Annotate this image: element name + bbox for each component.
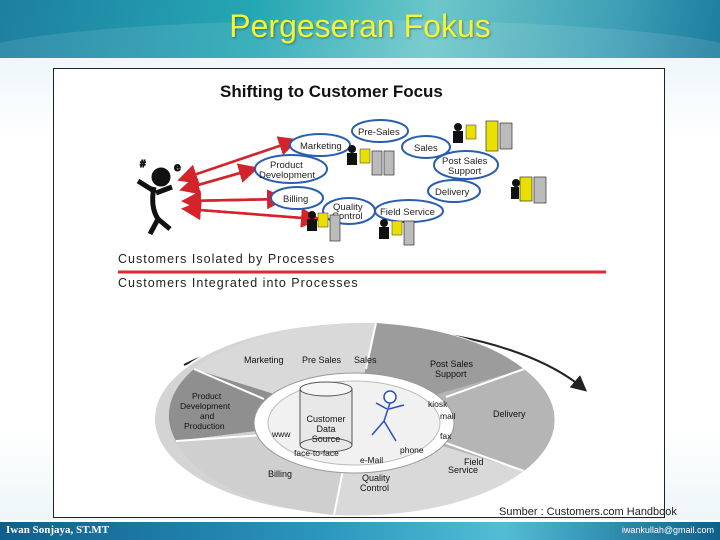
label-pre-sales: Pre-Sales (358, 127, 400, 138)
ring-label-post-sales-1: Post Sales (430, 359, 474, 369)
data-source-label-3: Source (312, 434, 341, 444)
label-post-sales-2: Support (448, 166, 482, 177)
ring-label-pre-sales: Pre Sales (302, 355, 342, 365)
label-billing: Billing (283, 194, 308, 205)
ring-label-billing: Billing (268, 469, 292, 479)
caption-isolated: Customers Isolated by Processes (118, 252, 335, 266)
worker-cabinet-cluster-5 (379, 219, 414, 245)
caption-integrated: Customers Integrated into Processes (118, 276, 359, 290)
ring-label-delivery: Delivery (493, 409, 526, 419)
customer-figure-top: e # (138, 159, 181, 234)
slide-title: Pergeseran Fokus (0, 8, 720, 45)
channel-kiosk: kiosk (428, 399, 448, 409)
worker-cabinet-cluster-4 (307, 211, 340, 241)
ring-label-quality-2: Control (360, 483, 389, 493)
footer-email: iwankullah@gmail.com (622, 525, 714, 535)
channel-mail: mail (440, 411, 456, 421)
figure-heading: Shifting to Customer Focus (220, 82, 443, 101)
ring-label-sales: Sales (354, 355, 377, 365)
worker-cabinet-cluster-1 (347, 145, 394, 175)
ring-label-product-1: Product (192, 391, 222, 401)
worker-cabinet-cluster-2 (453, 121, 512, 151)
svg-text:e: e (174, 160, 181, 174)
shifting-focus-diagram: Shifting to Customer Focus e # (54, 69, 664, 517)
ring-label-post-sales-2: Support (435, 369, 467, 379)
ring-label-product-3: and (200, 411, 214, 421)
svg-text:#: # (140, 159, 146, 170)
channel-www: www (271, 429, 291, 439)
footer-author: Iwan Sonjaya, ST.MT (6, 524, 109, 536)
worker-cabinet-cluster-3 (511, 177, 546, 203)
source-caption: Sumber : Customers.com Handbook (499, 506, 677, 518)
ring-label-product-4: Production (184, 421, 225, 431)
channel-fax: fax (440, 431, 452, 441)
ring-label-product-2: Development (180, 401, 231, 411)
data-source-label-1: Customer (306, 414, 345, 424)
channel-email: e-Mail (360, 455, 383, 465)
footer-bar: Iwan Sonjaya, ST.MT iwankullah@gmail.com (0, 522, 720, 540)
label-product-2: Development (259, 170, 315, 181)
data-source-label-2: Data (316, 424, 335, 434)
slide-header: Pergeseran Fokus (0, 0, 720, 58)
ring-label-field-2: Service (448, 465, 478, 475)
channel-face-to-face: face-to-face (294, 448, 339, 458)
figure-frame: Shifting to Customer Focus e # (53, 68, 665, 518)
ring-label-marketing: Marketing (244, 355, 284, 365)
ring-label-quality-1: Quality (362, 473, 391, 483)
label-sales: Sales (414, 143, 438, 154)
label-delivery: Delivery (435, 187, 470, 198)
label-marketing: Marketing (300, 141, 342, 152)
channel-phone: phone (400, 445, 424, 455)
label-field-service: Field Service (380, 207, 435, 218)
